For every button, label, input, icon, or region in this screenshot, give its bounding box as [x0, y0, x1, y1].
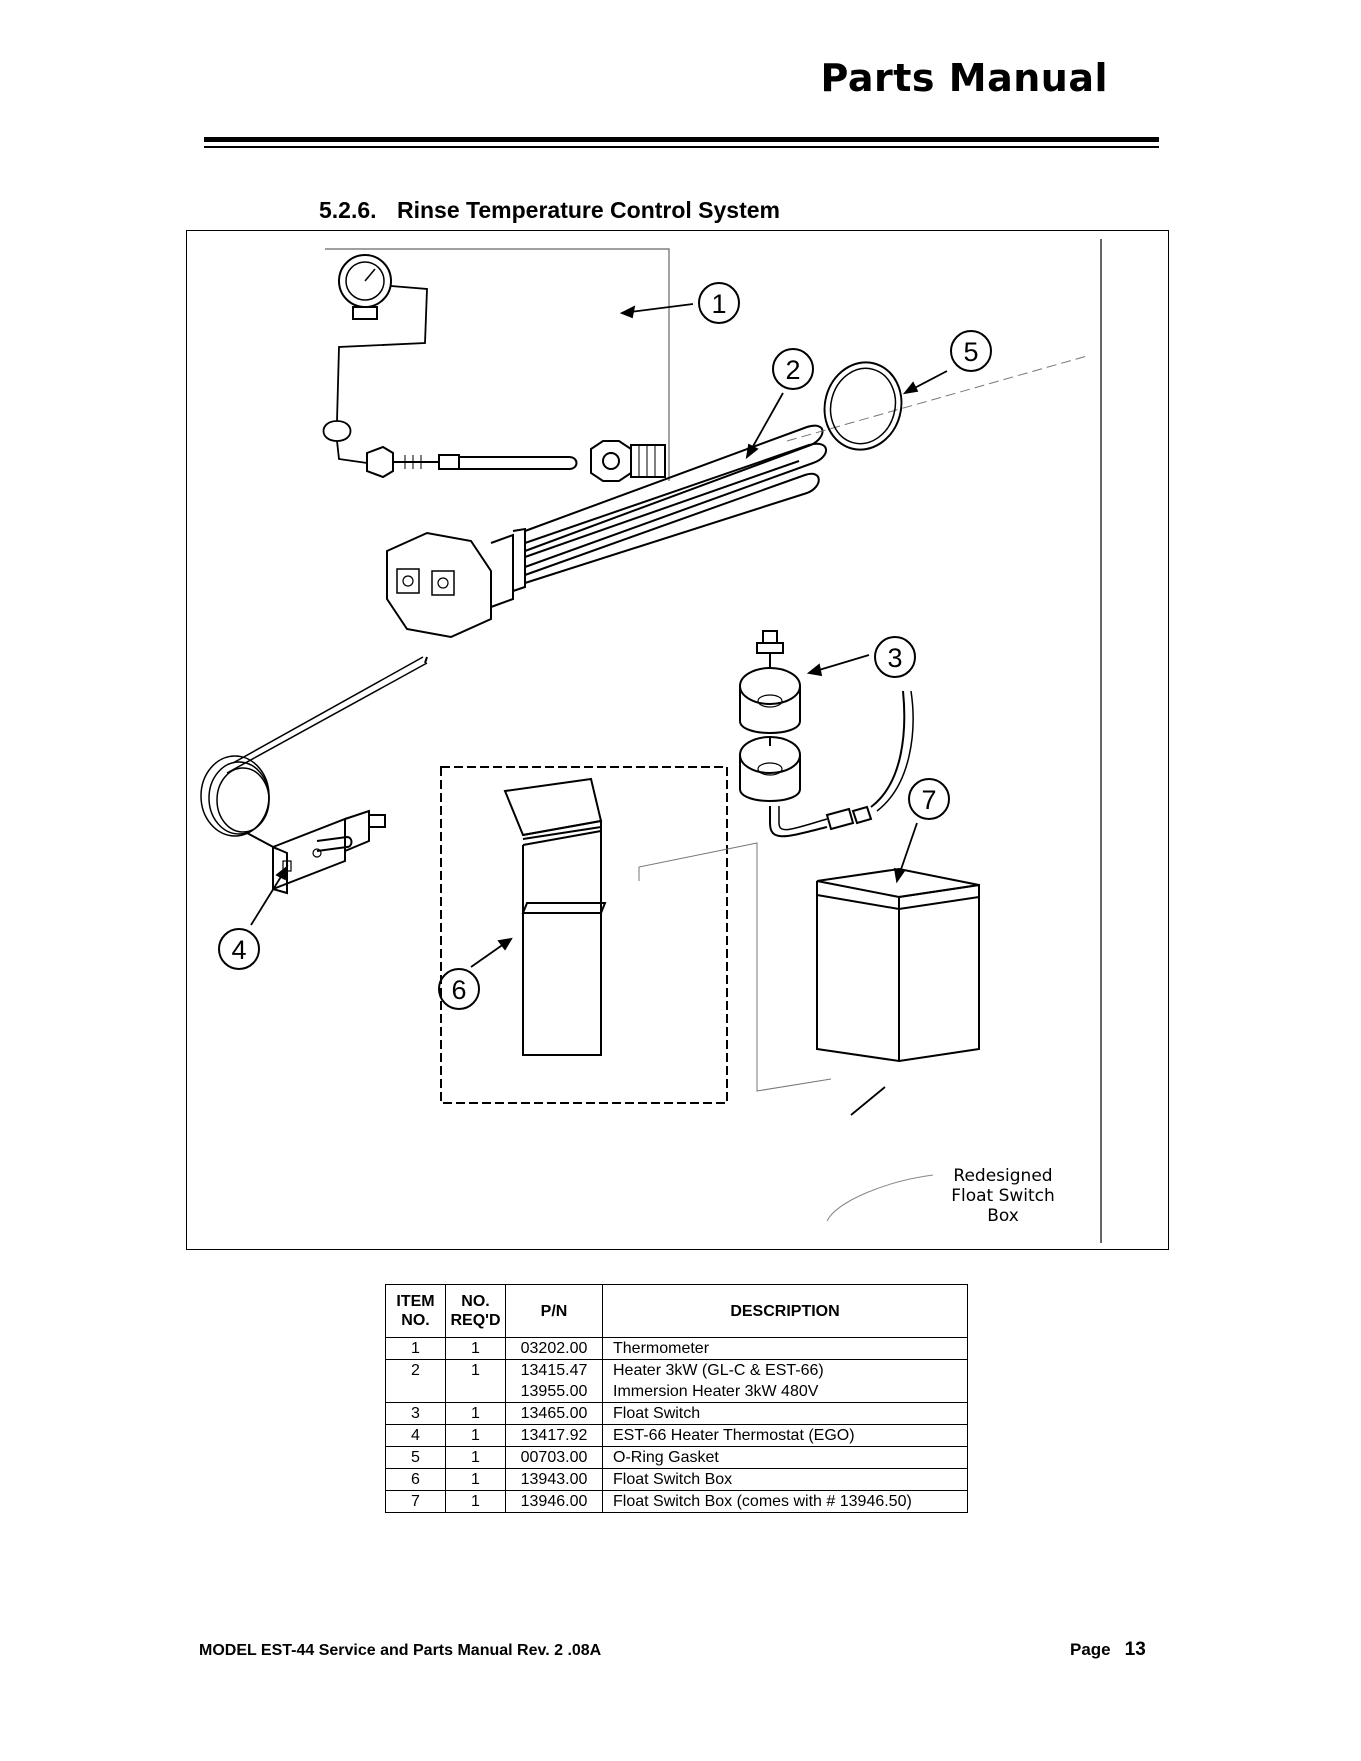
balloon-3-label: 3	[887, 643, 902, 673]
table-row: 13955.00 Immersion Heater 3kW 480V	[385, 1381, 968, 1403]
table-row: 2 1 13415.47 Heater 3kW (GL-C & EST-66)	[385, 1359, 968, 1381]
cell-item	[385, 1381, 446, 1403]
balloon-2-label: 2	[785, 355, 800, 385]
float-switch-icon	[739, 630, 914, 838]
callout-line-3: Box	[987, 1206, 1019, 1226]
cell-pn: 03202.00	[505, 1337, 603, 1360]
cell-req: 1	[445, 1424, 506, 1447]
balloon-1-label: 1	[711, 289, 726, 319]
balloon-2-circle	[772, 348, 814, 390]
footer-page-label: Page	[1070, 1640, 1111, 1659]
redesigned-float-switch-box-icon	[816, 867, 980, 1063]
cell-item: 4	[385, 1424, 446, 1447]
table-row: 4 1 13417.92 EST-66 Heater Thermostat (E…	[385, 1424, 968, 1447]
balloon-3-circle	[874, 636, 916, 678]
footer-manual-title: MODEL EST-44 Service and Parts Manual Re…	[199, 1642, 602, 1659]
section-number: 5.2.6.	[319, 197, 377, 223]
header-description: DESCRIPTION	[602, 1284, 968, 1338]
cell-req: 1	[445, 1468, 506, 1491]
balloon-4-label: 4	[231, 935, 246, 965]
diagram-drawing: 1 2 3 4 5 6 7 Redesigned Float Switch Bo…	[200, 239, 1102, 1243]
table-row: 3 1 13465.00 Float Switch	[385, 1402, 968, 1425]
thermometer-capillary-tube	[322, 285, 428, 464]
thermometer-fitting-icon	[590, 440, 666, 482]
cell-req: 1	[445, 1402, 506, 1425]
table-row: 5 1 00703.00 O-Ring Gasket	[385, 1446, 968, 1469]
cell-desc: EST-66 Heater Thermostat (EGO)	[602, 1424, 968, 1447]
cell-item: 3	[385, 1402, 446, 1425]
callout-arrows	[250, 303, 948, 1116]
cell-pn: 13943.00	[505, 1468, 603, 1491]
page-header-title: Parts Manual	[820, 56, 1108, 100]
balloon-4-circle	[218, 928, 260, 970]
cell-desc: Heater 3kW (GL-C & EST-66)	[602, 1359, 968, 1381]
o-ring-gasket-icon	[823, 361, 903, 451]
heater-thermostat-icon	[200, 656, 428, 895]
table-row: 7 1 13946.00 Float Switch Box (comes wit…	[385, 1490, 968, 1513]
replaced-box-dashed-frame	[440, 766, 728, 1104]
cell-pn: 00703.00	[505, 1446, 603, 1469]
header-rule-thick	[204, 137, 1159, 142]
balloon-5-label: 5	[963, 337, 978, 367]
cell-pn: 13417.92	[505, 1424, 603, 1447]
footer-page-number: 13	[1124, 1639, 1146, 1660]
cell-desc: Float Switch	[602, 1402, 968, 1425]
header-pn: P/N	[505, 1284, 603, 1338]
cell-pn: 13415.47	[505, 1359, 603, 1381]
balloon-6-circle	[438, 968, 480, 1010]
cell-req: 1	[445, 1446, 506, 1469]
cell-pn: 13946.00	[505, 1490, 603, 1513]
cell-desc: Float Switch Box (comes with # 13946.50)	[602, 1490, 968, 1513]
footer-page: Page 13	[1070, 1639, 1146, 1661]
balloon-7-circle	[908, 778, 950, 820]
cell-desc: Float Switch Box	[602, 1468, 968, 1491]
immersion-heater-icon	[386, 424, 827, 639]
cell-item: 2	[385, 1359, 446, 1381]
callout-line-1: Redesigned	[953, 1166, 1052, 1186]
section-title: Rinse Temperature Control System	[397, 197, 781, 223]
thermometer-probe-icon	[366, 445, 578, 479]
callout-line-2: Float Switch	[951, 1186, 1055, 1206]
cell-desc: Thermometer	[602, 1337, 968, 1360]
box-link-leader-lines	[638, 842, 832, 1092]
thermometer-group-bracket	[325, 248, 670, 481]
cell-item: 1	[385, 1337, 446, 1360]
balloon-5-circle	[950, 330, 992, 372]
cell-req: 1	[445, 1490, 506, 1513]
balloon-1-circle	[698, 282, 740, 324]
section-heading: 5.2.6. Rinse Temperature Control System	[319, 197, 780, 224]
cell-pn: 13465.00	[505, 1402, 603, 1425]
table-row: 1 1 03202.00 Thermometer	[385, 1337, 968, 1360]
cell-pn: 13955.00	[505, 1381, 603, 1403]
cell-req: 1	[445, 1337, 506, 1360]
cell-req	[445, 1381, 506, 1403]
header-no-reqd: NO.REQ'D	[445, 1284, 506, 1338]
cell-item: 6	[385, 1468, 446, 1491]
cell-item: 5	[385, 1446, 446, 1469]
balloon-6-label: 6	[451, 975, 466, 1005]
thermometer-gauge-icon	[338, 254, 392, 320]
callout-leader-line	[826, 1174, 934, 1222]
heater-assembly-centerline	[786, 355, 1088, 442]
table-row: 6 1 13943.00 Float Switch Box	[385, 1468, 968, 1491]
cell-desc: O-Ring Gasket	[602, 1446, 968, 1469]
cell-item: 7	[385, 1490, 446, 1513]
cell-req: 1	[445, 1359, 506, 1381]
old-float-switch-box-icon	[503, 777, 607, 1056]
cell-desc: Immersion Heater 3kW 480V	[602, 1381, 968, 1403]
exploded-parts-diagram: 1 2 3 4 5 6 7 Redesigned Float Switch Bo…	[186, 230, 1169, 1250]
balloon-7-label: 7	[921, 785, 936, 815]
header-rule-thin	[204, 146, 1159, 148]
